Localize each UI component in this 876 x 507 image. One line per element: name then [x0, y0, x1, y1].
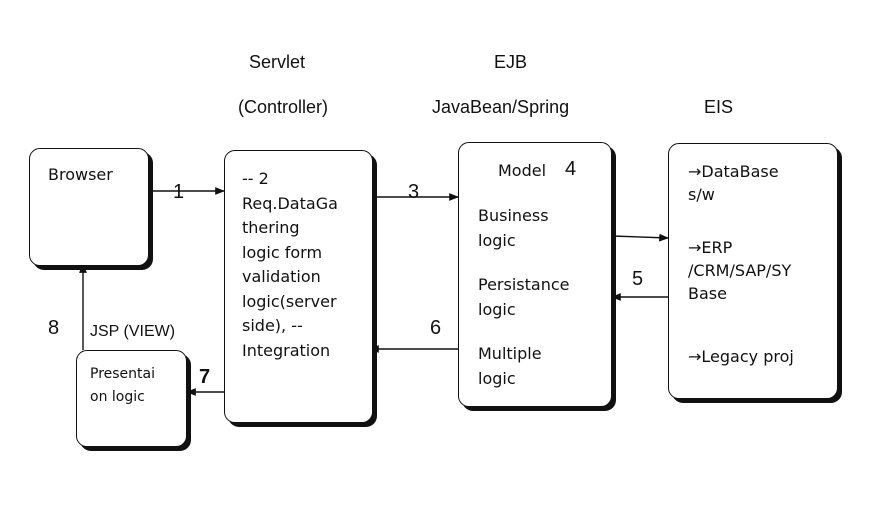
controller-line: logic(server: [242, 291, 337, 311]
eis-item-line: →DataBase: [688, 162, 779, 181]
eis-item-line: →Legacy proj: [688, 347, 794, 366]
step-3: 3: [408, 181, 420, 203]
controller-line: -- 2: [242, 169, 269, 188]
step-7: 7: [199, 366, 211, 388]
eis-item-line: Base: [688, 284, 727, 303]
model-title: Model: [498, 161, 547, 180]
controller-line: validation: [242, 267, 321, 286]
eis-box: →DataBase s/w →ERP /CRM/SAP/SY Base →Leg…: [668, 143, 838, 399]
eis-item-line: /CRM/SAP/SY: [688, 261, 792, 280]
eis-item-line: s/w: [688, 185, 715, 204]
model-item-business: Business logic: [478, 204, 549, 253]
eis-item-database: →DataBase s/w: [688, 160, 779, 206]
step-6: 6: [430, 317, 442, 339]
model-item-multiple: Multiple logic: [478, 342, 542, 391]
view-line: on logic: [90, 389, 145, 405]
view-line: Presentai: [90, 366, 155, 382]
header-servlet: Servlet: [249, 52, 306, 72]
model-item-line: logic: [478, 368, 516, 388]
step-5: 5: [632, 268, 644, 290]
controller-line: Req.DataGa: [242, 193, 338, 213]
model-item-line: logic: [478, 299, 516, 319]
step-1: 1: [173, 181, 185, 203]
model-item-persistance: Persistance logic: [478, 273, 569, 322]
view-box: Presentai on logic: [76, 350, 187, 447]
view-text: Presentai on logic: [90, 363, 155, 409]
header-controller: (Controller): [238, 97, 329, 117]
eis-item-legacy: →Legacy proj: [688, 345, 794, 368]
arrow-model-to-eis: [611, 233, 669, 242]
controller-text: -- 2 Req.DataGa thering logic form valid…: [242, 167, 338, 363]
model-number: 4: [565, 158, 577, 180]
model-item-line: Persistance: [478, 275, 570, 294]
view-label: JSP (VIEW): [90, 323, 176, 340]
eis-item-line: →ERP: [688, 238, 733, 257]
model-item-line: logic: [478, 230, 516, 250]
controller-line: thering: [242, 218, 300, 237]
header-javabean-spring: JavaBean/Spring: [432, 97, 570, 117]
controller-line: Integration: [242, 340, 331, 360]
header-ejb: EJB: [494, 52, 528, 72]
controller-line: side), --: [242, 316, 303, 335]
controller-line: logic form: [242, 242, 323, 262]
browser-box: Browser: [29, 148, 149, 266]
eis-item-erp: →ERP /CRM/SAP/SY Base: [688, 236, 791, 305]
controller-box: -- 2 Req.DataGa thering logic form valid…: [224, 150, 373, 423]
header-eis: EIS: [704, 97, 734, 117]
model-item-line: Business: [478, 206, 549, 225]
model-item-line: Multiple: [478, 344, 542, 363]
step-8: 8: [48, 317, 60, 339]
browser-label: Browser: [48, 165, 113, 184]
model-box: Model 4 Business logic Persistance logic…: [458, 142, 612, 407]
